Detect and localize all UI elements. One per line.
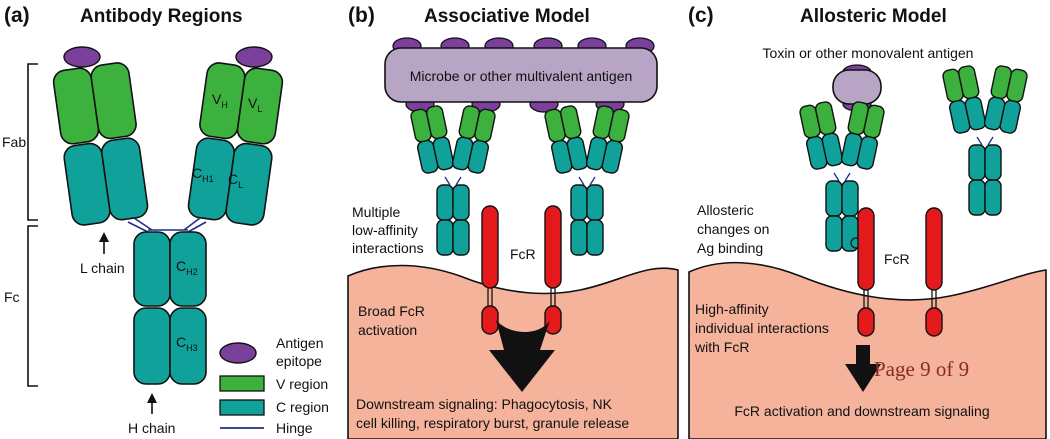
fcr-c2 — [925, 207, 943, 337]
high-line1: High-affinity — [695, 301, 769, 317]
cl-label: CL — [228, 171, 243, 190]
fc-bracket — [27, 225, 38, 387]
fcr-c1 — [857, 207, 875, 337]
fab-arm-left — [52, 62, 149, 226]
allosteric-line3: Ag binding — [697, 240, 763, 256]
legend-c-swatch — [219, 399, 265, 416]
panel-b-title: Associative Model — [424, 6, 590, 27]
multiple-line3: interactions — [352, 240, 424, 256]
fc-region — [133, 231, 207, 385]
fab-label: Fab — [2, 134, 26, 150]
antigen-epitope-left — [63, 46, 101, 68]
high-line3: with FcR — [694, 339, 749, 355]
high-line2: individual interactions — [695, 320, 829, 336]
allosteric-line1: Allosteric — [697, 202, 754, 218]
toxin-label: Toxin or other monovalent antigen — [763, 45, 974, 61]
legend-c-label: C region — [276, 399, 329, 415]
antibody-c2 — [941, 64, 1029, 216]
fcr-b2 — [544, 205, 562, 335]
panel-a-letter: (a) — [4, 4, 30, 27]
allosteric-line2: changes on — [697, 221, 769, 237]
fab-bracket — [27, 63, 38, 221]
ch1-label: CH1 — [192, 165, 214, 184]
legend-antigen-swatch — [219, 342, 257, 364]
panel-c-title: Allosteric Model — [800, 6, 947, 27]
vl-label: VL — [248, 95, 262, 114]
downstream-line1: Downstream signaling: Phagocytosis, NK — [356, 396, 613, 412]
ch2-label: CH2 — [176, 258, 198, 277]
legend-v-label: V region — [276, 376, 328, 392]
multiple-line1: Multiple — [352, 204, 400, 220]
l-chain-label: L chain — [80, 260, 125, 276]
fcr-label-c: FcR — [884, 251, 910, 267]
page-indicator: Page 9 of 9 — [874, 357, 969, 381]
microbe — [384, 47, 658, 103]
panel-a-title: Antibody Regions — [80, 6, 243, 27]
panel-c-letter: (c) — [688, 4, 714, 27]
fc-label: Fc — [4, 289, 20, 305]
h-chain-label: H chain — [128, 420, 175, 436]
downstream-line2: cell killing, respiratory burst, granule… — [356, 415, 629, 431]
broad-line2: activation — [358, 322, 417, 338]
legend-antigen-line2: epitope — [276, 353, 322, 369]
legend: Antigen epitope V region C region Hinge — [219, 335, 329, 436]
l-chain-arrow — [99, 232, 109, 254]
hinge — [127, 217, 207, 233]
toxin — [832, 69, 882, 105]
panel-b: (b) Associative Model Microbe or other m… — [347, 4, 679, 439]
h-chain-arrow — [147, 393, 157, 414]
antigen-epitope-right — [235, 46, 273, 68]
legend-antigen-line1: Antigen — [276, 335, 323, 351]
legend-v-swatch — [219, 375, 265, 392]
fcr-label-b: FcR — [510, 246, 536, 262]
panel-c: (c) Allosteric Model Toxin or other mono… — [688, 4, 1047, 439]
panel-b-letter: (b) — [348, 4, 375, 27]
legend-hinge-label: Hinge — [276, 420, 313, 436]
panel-a: (a) Antibody Regions Fab Fc VH VL CH1 CL — [2, 4, 329, 436]
ch3-label: CH3 — [176, 334, 198, 353]
signaling-arrow-c — [845, 345, 881, 392]
broad-line1: Broad FcR — [358, 303, 425, 319]
vh-label: VH — [212, 91, 228, 110]
fcr-b1 — [481, 205, 499, 335]
signaling-arrow-b — [489, 320, 555, 392]
activation-label: FcR activation and downstream signaling — [734, 403, 989, 419]
fab-arm-right — [187, 62, 284, 226]
multiple-line2: low-affinity — [352, 222, 418, 238]
microbe-label: Microbe or other multivalent antigen — [410, 68, 633, 84]
